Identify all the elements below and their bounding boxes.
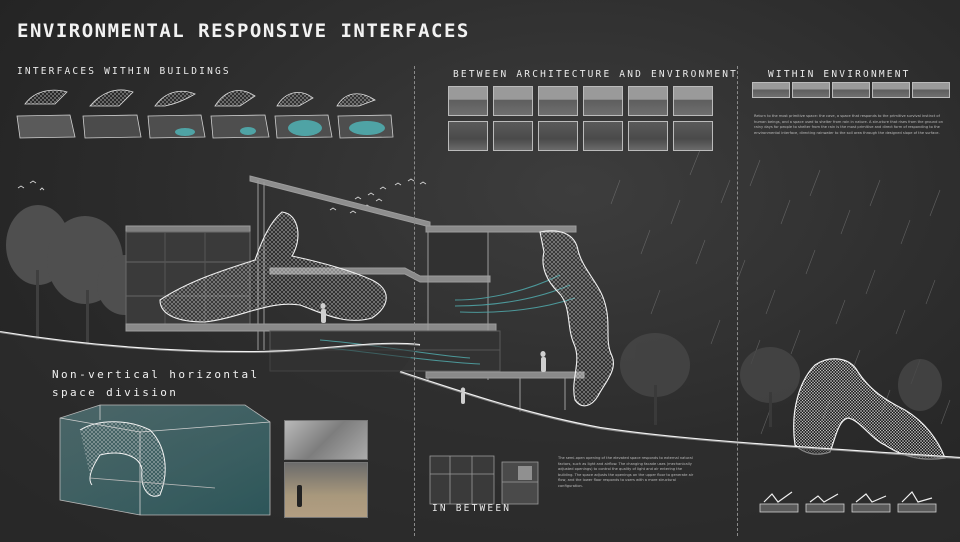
interior-photo-2	[284, 462, 368, 518]
bottom-sketch-row	[759, 491, 937, 513]
non-vertical-box	[59, 404, 271, 516]
in-between-section-drawing	[429, 455, 539, 505]
thumbnail-sequence-6	[673, 86, 713, 116]
thumbnail-sequence-8	[493, 121, 533, 151]
interior-photo-1	[284, 420, 368, 460]
env-strip-4	[872, 82, 910, 98]
mesh-membrane-main	[159, 211, 387, 323]
env-strip-3	[832, 82, 870, 98]
section-label-in-between: IN BETWEEN	[432, 503, 512, 514]
ground-line-right	[399, 370, 960, 460]
interface-sketch-row	[16, 89, 394, 139]
divider-dashed	[414, 66, 415, 536]
mesh-membrane-facade	[539, 230, 614, 407]
thumbnail-sequence-1	[448, 86, 488, 116]
non-vertical-line2: space division	[52, 386, 179, 399]
section-label-between-architecture: BETWEEN ARCHITECTURE AND ENVIRONMENT	[453, 69, 739, 80]
thumbnail-sequence-2	[493, 86, 533, 116]
tree-silhouette-icon	[620, 333, 942, 427]
thumbnail-sequence-11	[628, 121, 668, 151]
section-label-non-vertical: Non-vertical horizontal space division	[52, 366, 260, 402]
in-between-paragraph: The semi-open opening of the elevated sp…	[558, 456, 694, 488]
thumbnail-sequence-5	[628, 86, 668, 116]
person-silhouette-icon	[297, 485, 302, 507]
divider-dashed	[737, 66, 738, 536]
env-strip-5	[912, 82, 950, 98]
thumbnail-sequence-7	[448, 121, 488, 151]
thumbnail-sequence-4	[583, 86, 623, 116]
thumbnail-sequence-3	[538, 86, 578, 116]
within-environment-paragraph: Return to the most primitive space: the …	[754, 114, 943, 135]
thumbnail-sequence-9	[538, 121, 578, 151]
section-label-within-environment: WITHIN ENVIRONMENT	[768, 69, 911, 80]
env-strip-1	[752, 82, 790, 98]
env-strip-2	[792, 82, 830, 98]
non-vertical-line1: Non-vertical horizontal	[52, 368, 260, 381]
person-silhouette-icon	[320, 303, 546, 404]
thumbnail-sequence-10	[583, 121, 623, 151]
section-label-interfaces-within-buildings: INTERFACES WITHIN BUILDINGS	[17, 66, 231, 77]
page-title: ENVIRONMENTAL RESPONSIVE INTERFACES	[17, 20, 470, 42]
thumbnail-sequence-12	[673, 121, 713, 151]
